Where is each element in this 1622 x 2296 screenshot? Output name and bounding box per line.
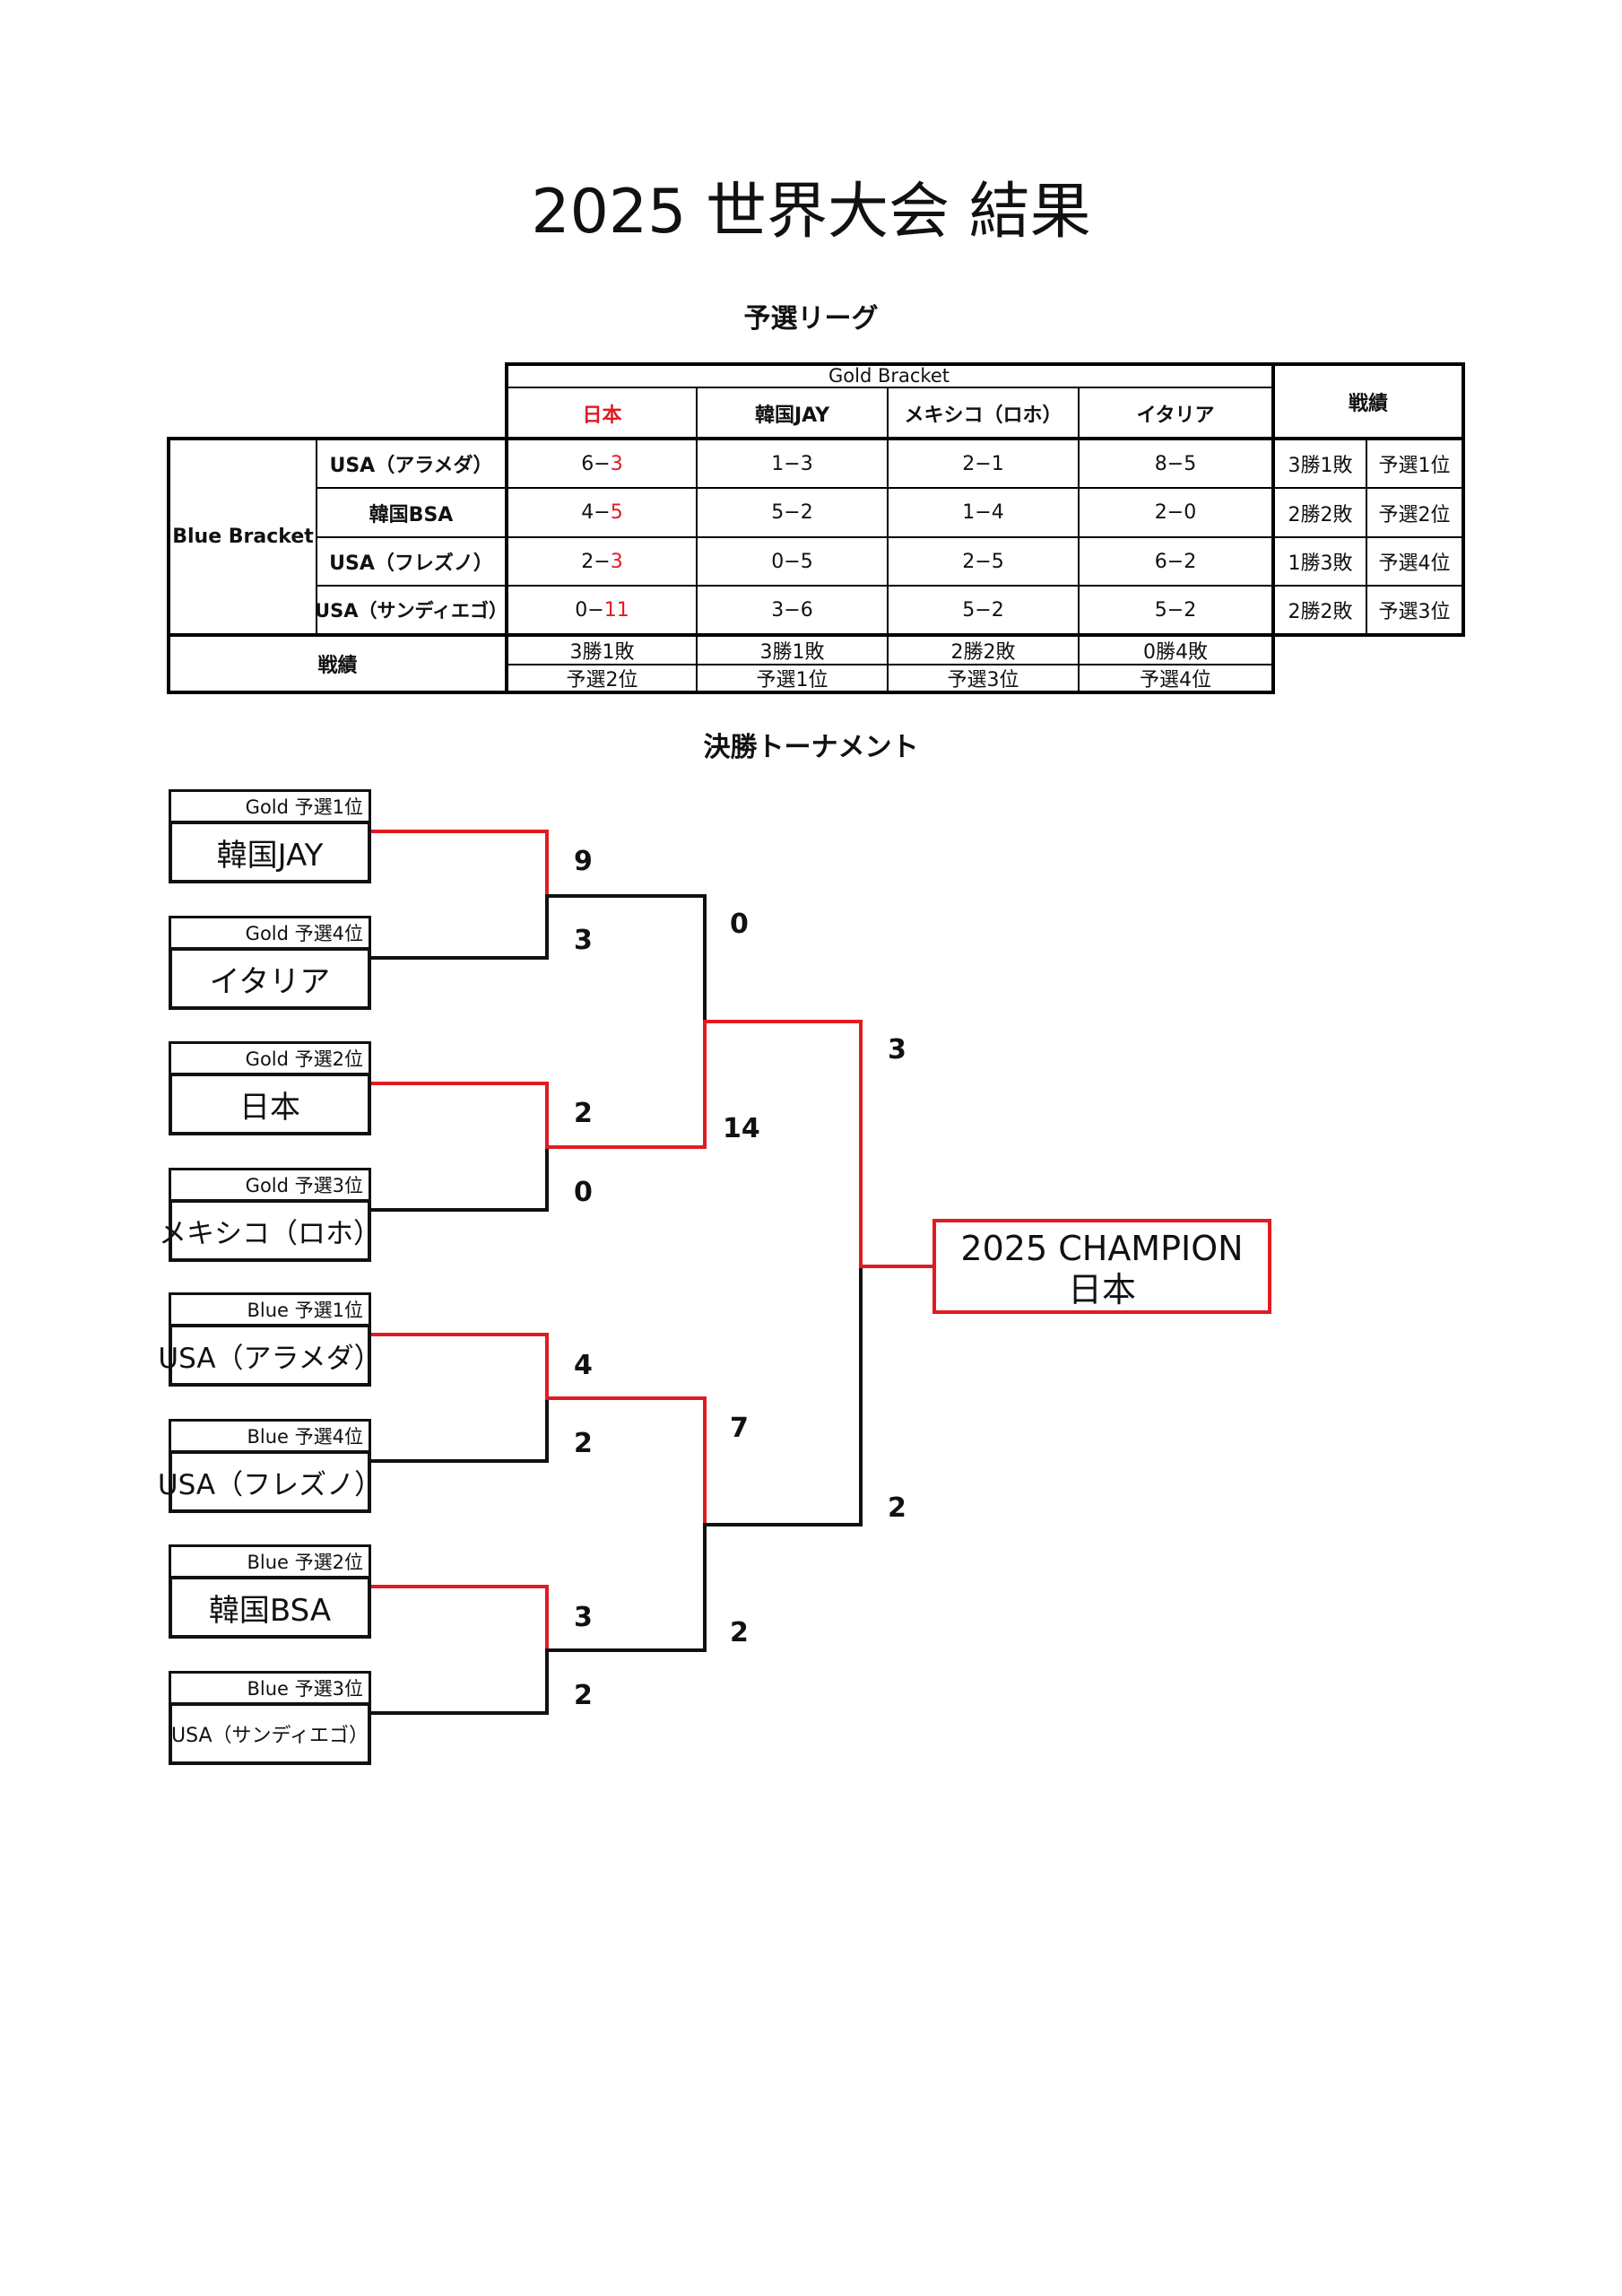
- gold-rank-cell: 予選3位: [947, 669, 1019, 691]
- seed-label: Gold 予選1位: [169, 789, 371, 823]
- score-cell: 0−5: [771, 550, 813, 573]
- record-cell: 2勝2敗: [1288, 503, 1353, 526]
- blue-team-name: USA（サンディエゴ）: [315, 600, 507, 622]
- score-cell: 2−3: [581, 550, 623, 573]
- blue-team-name: USA（アラメダ）: [329, 455, 493, 477]
- tournament-team: イタリア: [169, 947, 371, 1010]
- tournament-team: USA（アラメダ）: [158, 1324, 382, 1387]
- league-heading: 予選リーグ: [743, 303, 879, 335]
- gold-team-header: イタリア: [1136, 404, 1215, 427]
- tournament-team: 韓国BSA: [169, 1576, 371, 1639]
- tournament-team: USA（サンディエゴ）: [169, 1702, 371, 1765]
- score-cell: 2−1: [962, 452, 1004, 475]
- score-cell: 5−2: [1154, 598, 1197, 622]
- blue-team-name: USA（フレズノ）: [329, 552, 493, 575]
- tournament-team: メキシコ（ロホ）: [159, 1199, 381, 1262]
- rank-cell: 予選1位: [1378, 455, 1451, 477]
- tournament-heading: 決勝トーナメント: [703, 732, 919, 763]
- tournament-team: 日本: [169, 1073, 371, 1135]
- seed-label: Gold 予選3位: [169, 1168, 371, 1202]
- record-cell: 2勝2敗: [1288, 601, 1353, 623]
- semifinal-score: 0: [730, 909, 749, 940]
- score-cell: 1−4: [962, 501, 1004, 524]
- final-score: 3: [888, 1034, 906, 1065]
- record-cell: 3勝1敗: [1288, 455, 1353, 477]
- rank-cell: 予選3位: [1378, 601, 1451, 623]
- rank-cell: 予選4位: [1378, 552, 1451, 575]
- score-cell: 2−0: [1154, 501, 1197, 524]
- round1-score: 0: [574, 1177, 593, 1208]
- gold-record-cell: 3勝1敗: [569, 641, 635, 664]
- round1-score: 4: [574, 1350, 593, 1381]
- gold-record-cell: 2勝2敗: [950, 641, 1016, 664]
- champion-label: 2025 CHAMPION: [960, 1229, 1244, 1268]
- seed-label: Blue 予選3位: [169, 1671, 371, 1705]
- gold-team-header: 韓国JAY: [754, 404, 830, 427]
- seed-label: Blue 予選1位: [169, 1292, 371, 1326]
- score-cell: 4−5: [581, 501, 623, 524]
- blue-team-name: 韓国BSA: [369, 503, 454, 526]
- round1-score: 2: [574, 1428, 593, 1459]
- record-header: 戦績: [1348, 393, 1388, 415]
- seed-label: Gold 予選4位: [169, 916, 371, 950]
- record-row-label: 戦績: [317, 655, 358, 677]
- rank-cell: 予選2位: [1378, 503, 1451, 526]
- round1-score: 3: [574, 925, 593, 956]
- score-cell: 6−3: [581, 452, 623, 475]
- gold-rank-cell: 予選2位: [566, 669, 638, 691]
- semifinal-score: 2: [730, 1617, 749, 1648]
- gold-record-cell: 3勝1敗: [759, 641, 825, 664]
- score-cell: 5−2: [771, 501, 813, 524]
- tournament-team: USA（フレズノ）: [158, 1450, 382, 1513]
- score-cell: 0−11: [575, 598, 629, 622]
- seed-label: Gold 予選2位: [169, 1041, 371, 1075]
- gold-rank-cell: 予選1位: [756, 669, 828, 691]
- round1-score: 3: [574, 1602, 593, 1633]
- score-cell: 3−6: [771, 598, 813, 622]
- champion-box: 2025 CHAMPION 日本: [932, 1219, 1271, 1314]
- gold-record-cell: 0勝4敗: [1143, 641, 1208, 664]
- seed-label: Blue 予選4位: [169, 1419, 371, 1453]
- seed-label: Blue 予選2位: [169, 1544, 371, 1578]
- gold-team-header: メキシコ（ロホ）: [904, 404, 1063, 427]
- round1-score: 2: [574, 1098, 593, 1129]
- gold-team-header: 日本: [582, 404, 622, 427]
- tournament-team: 韓国JAY: [169, 821, 371, 883]
- score-cell: 6−2: [1154, 550, 1197, 573]
- score-cell: 1−3: [771, 452, 813, 475]
- record-cell: 1勝3敗: [1288, 552, 1353, 575]
- champion-team: 日本: [1067, 1270, 1136, 1309]
- final-score: 2: [888, 1492, 906, 1524]
- round1-score: 9: [574, 846, 593, 877]
- semifinal-score: 7: [730, 1413, 749, 1444]
- page-title: 2025 世界大会 結果: [531, 177, 1091, 248]
- gold-rank-cell: 予選4位: [1140, 669, 1211, 691]
- score-cell: 5−2: [962, 598, 1004, 622]
- semifinal-score: 14: [723, 1113, 760, 1144]
- round1-score: 2: [574, 1680, 593, 1711]
- score-cell: 8−5: [1154, 452, 1197, 475]
- score-cell: 2−5: [962, 550, 1004, 573]
- blue-bracket-label: Blue Bracket: [172, 526, 314, 548]
- gold-bracket-label: Gold Bracket: [828, 365, 950, 387]
